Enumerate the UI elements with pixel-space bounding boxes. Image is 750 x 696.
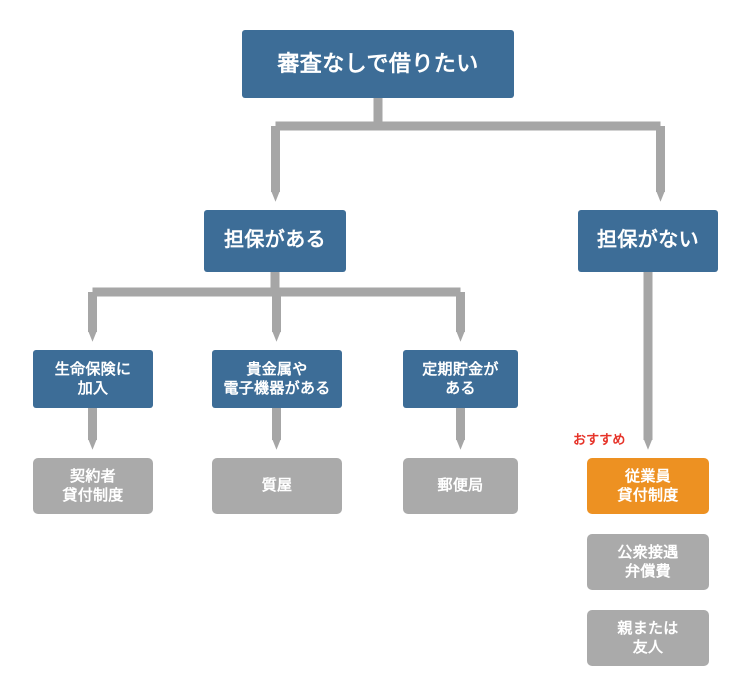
node-pawnshop[interactable]: 質屋 — [212, 458, 342, 514]
node-pawnshop-label: 質屋 — [261, 477, 293, 495]
node-valuables[interactable]: 貴金属や 電子機器がある — [212, 350, 342, 408]
node-collateral-no-label: 担保がない — [597, 229, 699, 252]
node-public-compensation[interactable]: 公衆接遇 弁償費 — [587, 534, 709, 590]
node-employee-loan[interactable]: 従業員 貸付制度 — [587, 458, 709, 514]
node-post-office[interactable]: 郵便局 — [403, 458, 518, 514]
node-parents-friends[interactable]: 親または 友人 — [587, 610, 709, 666]
connector-collateral-yes-split — [88, 272, 465, 342]
node-public-compensation-label: 公衆接遇 弁償費 — [617, 543, 679, 580]
node-life-insurance[interactable]: 生命保険に 加入 — [33, 350, 153, 408]
node-collateral-yes-label: 担保がある — [224, 229, 326, 252]
node-employee-loan-label: 従業員 貸付制度 — [617, 467, 679, 504]
node-time-deposit-label: 定期貯金が ある — [422, 360, 499, 397]
node-valuables-label: 貴金属や 電子機器がある — [223, 360, 331, 397]
node-policyholder-loan[interactable]: 契約者 貸付制度 — [33, 458, 153, 514]
node-post-office-label: 郵便局 — [437, 477, 484, 495]
node-life-insurance-label: 生命保険に 加入 — [54, 360, 132, 397]
recommend-badge: おすすめ — [573, 432, 626, 447]
node-policyholder-loan-label: 契約者 貸付制度 — [62, 467, 124, 504]
node-root[interactable]: 審査なしで借りたい — [242, 30, 514, 98]
node-parents-friends-label: 親または 友人 — [617, 619, 679, 656]
node-collateral-no[interactable]: 担保がない — [578, 210, 718, 272]
node-collateral-yes[interactable]: 担保がある — [204, 210, 346, 272]
connector-root-split — [271, 98, 665, 202]
node-root-label: 審査なしで借りたい — [277, 50, 479, 76]
node-time-deposit[interactable]: 定期貯金が ある — [403, 350, 518, 408]
